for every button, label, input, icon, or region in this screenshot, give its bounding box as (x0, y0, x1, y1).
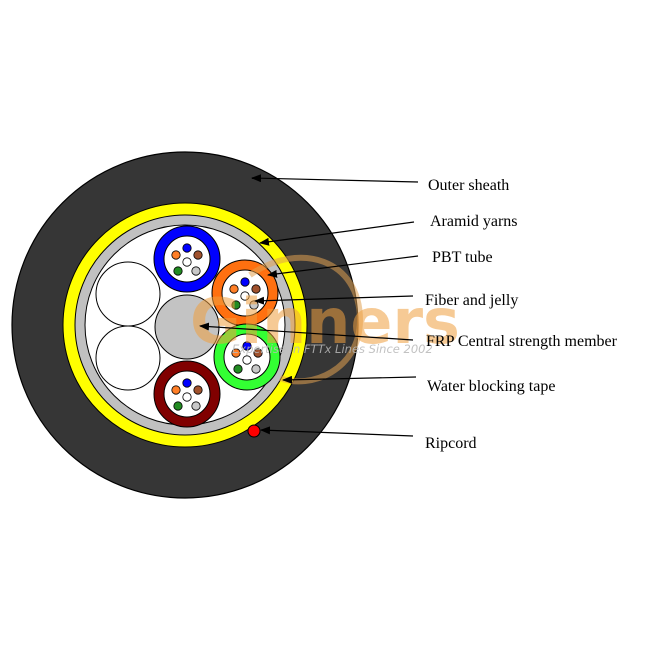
watermark-brand: Ginners (190, 285, 460, 358)
fiber (173, 401, 183, 411)
dark-red-tube (153, 360, 221, 428)
fiber (182, 257, 192, 267)
label-water-blocking-tape: Water blocking tape (427, 378, 555, 395)
fiber (173, 266, 183, 276)
fiber (231, 348, 241, 358)
label-fiber-and-jelly: Fiber and jelly (425, 292, 518, 309)
leader-water-blocking-tape (282, 375, 417, 384)
fiber (231, 300, 241, 310)
fiber (191, 401, 201, 411)
label-aramid-yarns: Aramid yarns (430, 213, 518, 230)
fiber (240, 277, 250, 287)
fiber (191, 266, 201, 276)
leader-ripcord (260, 426, 414, 437)
green-tube (213, 323, 281, 391)
fiber (242, 341, 252, 351)
fiber (182, 392, 192, 402)
filler-rod (95, 325, 161, 391)
label-pbt-tube: PBT tube (432, 249, 493, 266)
fiber (182, 378, 192, 388)
label-frp-central-strength-member: FRP Central strength member (426, 333, 618, 350)
fiber (171, 385, 181, 395)
fiber (240, 291, 250, 301)
leader-frp (199, 322, 414, 341)
fiber (242, 355, 252, 365)
filler-rod (95, 261, 161, 327)
leader-pbt-tube (267, 255, 419, 278)
pbt-tubes (153, 225, 281, 428)
ripcord (247, 424, 261, 438)
leader-aramid-yarns (259, 221, 415, 246)
leader-fiber-and-jelly (254, 295, 414, 305)
fiber (251, 284, 261, 294)
watermark-tagline: Expertise In FTTx Lines Since 2002 (232, 342, 433, 356)
fiber (229, 284, 239, 294)
leader-lines (199, 174, 419, 437)
leader-outer-sheath (251, 174, 419, 183)
label-outer-sheath: Outer sheath (428, 177, 509, 194)
fiber (253, 348, 263, 358)
fiber (193, 250, 203, 260)
fiber (233, 364, 243, 374)
fiber (193, 385, 203, 395)
blue-tube (153, 225, 221, 293)
label-ripcord: Ripcord (425, 435, 477, 452)
fiber (171, 250, 181, 260)
fiber (182, 243, 192, 253)
fiber (251, 364, 261, 374)
